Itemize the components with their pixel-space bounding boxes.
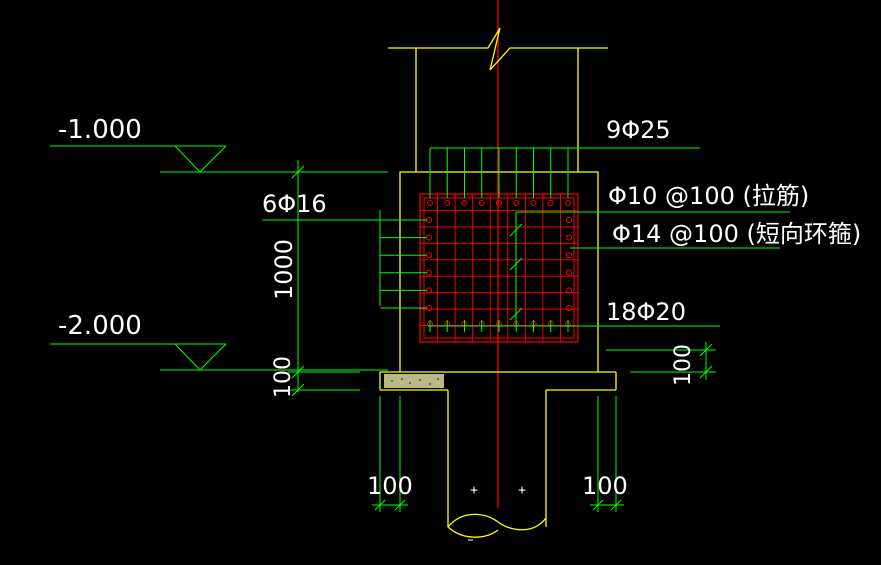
- cushion-left-dim-label: 100: [271, 356, 296, 398]
- rebar-top-bar: [478, 200, 485, 206]
- cushion-right-dimension: [606, 342, 716, 380]
- side-main-label: 6Φ16: [262, 190, 327, 218]
- rebar-top-bar: [513, 200, 520, 206]
- cushion-layer: [379, 371, 617, 391]
- elevation-marker-lower: [50, 343, 388, 371]
- offset-left-dim-label: 100: [367, 472, 413, 500]
- rebar-side-bar-right: [566, 234, 572, 241]
- pile: [447, 390, 547, 538]
- rebar-side-bar-right: [566, 252, 572, 259]
- elevation-lower-label: -2.000: [58, 311, 142, 341]
- rebar-top-bar: [461, 200, 468, 206]
- pile-marker-right: +: [518, 483, 526, 498]
- rebar-top-bar: [547, 200, 554, 206]
- rebar-side-bar-right: [566, 305, 572, 311]
- height-dim-label: 1000: [270, 239, 298, 300]
- short-stirrup-label: Φ14 @100 (短向环箍): [612, 220, 861, 248]
- rebar-top-bar: [427, 200, 433, 206]
- top-main-label: 9Φ25: [606, 116, 671, 144]
- leader-bottom-main-ticks: [429, 320, 569, 332]
- offset-left-dimension: [372, 396, 408, 512]
- cushion-hatch: [384, 374, 444, 388]
- cushion-right-dim-label: 100: [671, 344, 696, 386]
- rebar-top-bar: [496, 200, 502, 206]
- tie-bar-marks: [509, 223, 523, 321]
- leader-side-main-ticks: [380, 219, 427, 309]
- rebar-top-bar: [565, 200, 571, 206]
- bottom-main-label: 18Φ20: [606, 298, 686, 326]
- height-dimension: [288, 160, 360, 397]
- tie-bar-label: Φ10 @100 (拉筋): [608, 182, 809, 210]
- leader-top-main-ticks: [429, 148, 569, 198]
- rebar-top-bar: [444, 200, 451, 206]
- cushion-hatch-dots: [391, 378, 439, 385]
- offset-right-dimension: [590, 396, 624, 512]
- rebar-side-bar-right: [566, 269, 572, 276]
- elevation-upper-label: -1.000: [58, 115, 142, 145]
- rebar-side-bar-right: [566, 287, 572, 294]
- pile-marker-left: +: [470, 483, 478, 498]
- offset-right-dim-label: 100: [582, 472, 628, 500]
- column-upper: [388, 27, 608, 172]
- rebar-top-bar: [530, 200, 537, 206]
- leader-tie-bar: [515, 211, 790, 326]
- rebar-side-bar-right: [566, 217, 572, 223]
